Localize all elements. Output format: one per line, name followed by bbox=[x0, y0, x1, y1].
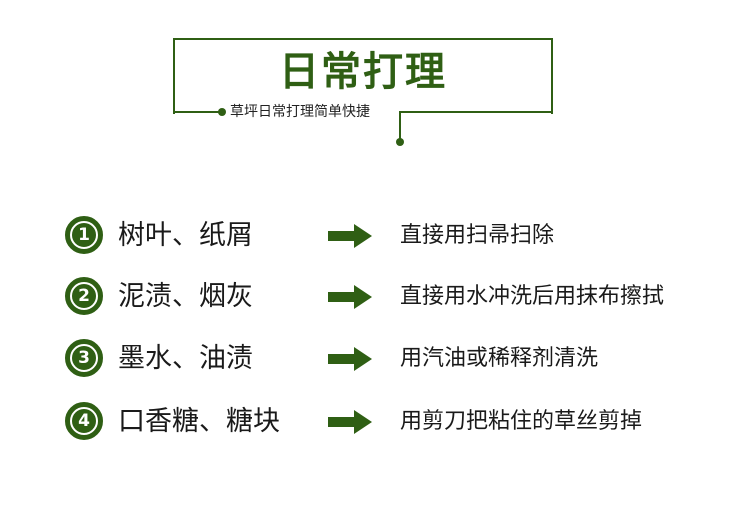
item-name: 口香糖、糖块 bbox=[118, 406, 280, 437]
action-text: 直接用水冲洗后用抹布擦拭 bbox=[400, 284, 665, 309]
right-arrow-icon bbox=[328, 224, 372, 248]
item-name: 墨水、油渍 bbox=[118, 343, 253, 374]
number-badge: 1 bbox=[65, 216, 103, 254]
action-text: 用剪刀把粘住的草丝剪掉 bbox=[400, 409, 643, 434]
list-item: 1 树叶、纸屑 直接用扫帚扫除 bbox=[0, 214, 750, 258]
list-item: 3 墨水、油渍 用汽油或稀释剂清洗 bbox=[0, 337, 750, 381]
action-text: 直接用扫帚扫除 bbox=[400, 223, 555, 248]
number-badge-label: 3 bbox=[70, 344, 98, 372]
header-border-bottom-right bbox=[399, 111, 553, 113]
number-badge: 2 bbox=[65, 277, 103, 315]
number-badge: 3 bbox=[65, 339, 103, 377]
header-border-drop bbox=[399, 111, 401, 141]
number-badge-label: 2 bbox=[70, 282, 98, 310]
number-badge-label: 1 bbox=[70, 221, 98, 249]
page-subtitle: 草坪日常打理简单快捷 bbox=[230, 104, 370, 120]
right-arrow-icon bbox=[328, 347, 372, 371]
number-badge: 4 bbox=[65, 402, 103, 440]
bullet-dot-left bbox=[218, 108, 226, 116]
header-border-bottom-left bbox=[173, 111, 222, 113]
right-arrow-icon bbox=[328, 285, 372, 309]
header-border bbox=[173, 38, 553, 114]
number-badge-label: 4 bbox=[70, 407, 98, 435]
bullet-dot-right bbox=[396, 138, 404, 146]
list-item: 4 口香糖、糖块 用剪刀把粘住的草丝剪掉 bbox=[0, 400, 750, 444]
list-item: 2 泥渍、烟灰 直接用水冲洗后用抹布擦拭 bbox=[0, 275, 750, 319]
page-title: 日常打理 bbox=[279, 49, 447, 95]
action-text: 用汽油或稀释剂清洗 bbox=[400, 346, 599, 371]
right-arrow-icon bbox=[328, 410, 372, 434]
item-name: 树叶、纸屑 bbox=[118, 220, 253, 251]
item-name: 泥渍、烟灰 bbox=[118, 281, 253, 312]
